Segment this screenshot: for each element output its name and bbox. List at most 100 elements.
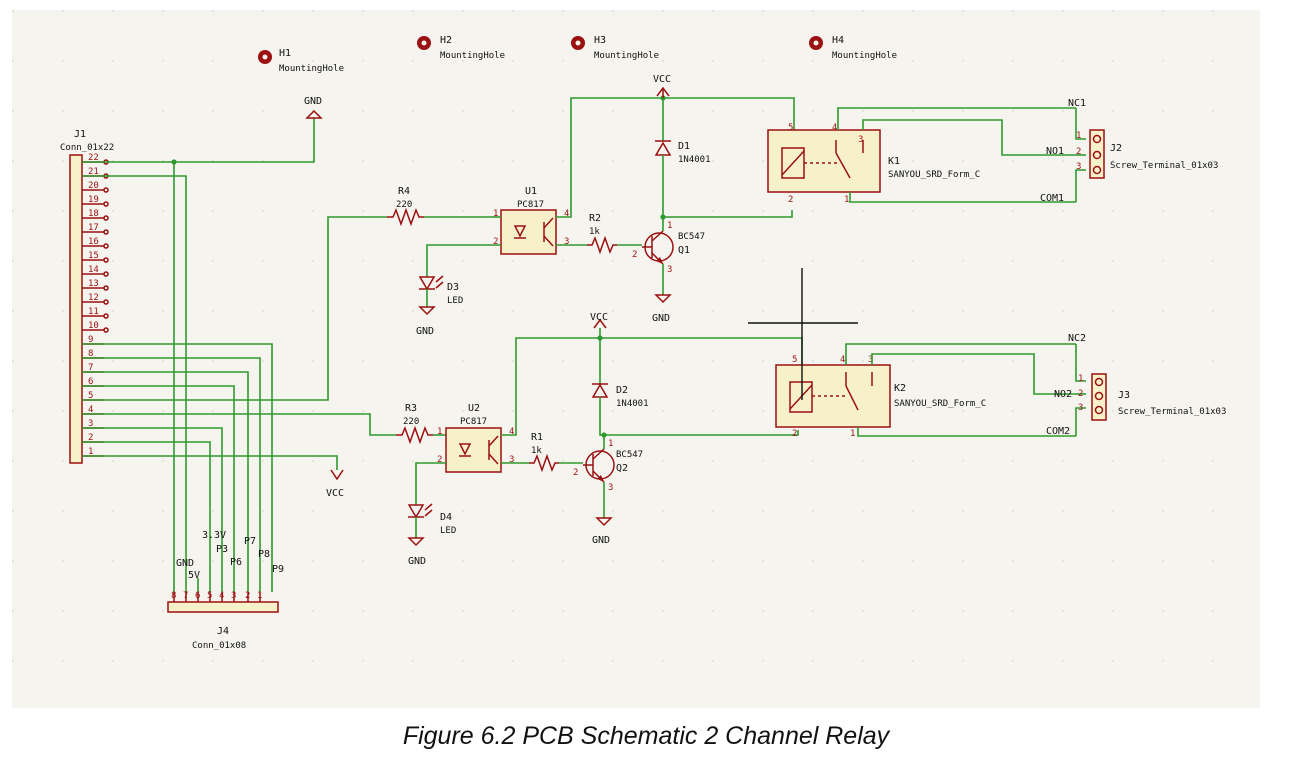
- svg-text:D3: D3: [447, 282, 459, 293]
- j4-net-label: 5V: [188, 570, 200, 581]
- gnd-symbol-d3: GND: [416, 306, 436, 337]
- svg-text:R3: R3: [405, 403, 417, 414]
- j1-pin-number: 11: [88, 307, 99, 317]
- relay-k2: 5 4 3 2 1 K2 SANYOU_SRD_Form_C: [775, 343, 1076, 439]
- svg-text:J4: J4: [217, 626, 229, 637]
- svg-text:2: 2: [1076, 147, 1081, 157]
- svg-text:1: 1: [667, 221, 672, 231]
- svg-text:D2: D2: [616, 385, 628, 396]
- svg-text:GND: GND: [416, 326, 434, 337]
- svg-text:3: 3: [868, 355, 873, 365]
- svg-text:3: 3: [509, 455, 514, 465]
- svg-text:3: 3: [564, 237, 569, 247]
- svg-text:PC817: PC817: [460, 417, 487, 427]
- j4-net-label: P8: [258, 549, 270, 560]
- svg-text:1N4001: 1N4001: [616, 399, 649, 409]
- svg-text:D1: D1: [678, 141, 690, 152]
- svg-text:MountingHole: MountingHole: [440, 51, 505, 61]
- diode-d2: D2 1N4001: [591, 328, 649, 436]
- schematic-canvas: H1 MountingHole H2 MountingHole H3 Mount…: [12, 10, 1260, 708]
- j1-pin-number: 12: [88, 293, 99, 303]
- svg-text:2: 2: [788, 195, 793, 205]
- resistor-r1: R1 1k: [529, 432, 583, 473]
- svg-text:R4: R4: [398, 186, 410, 197]
- sheet-grid: [12, 10, 1260, 708]
- svg-text:4: 4: [564, 209, 569, 219]
- j1-pin-number: 9: [88, 335, 93, 345]
- j1-pin-number: 4: [88, 405, 93, 415]
- svg-text:3: 3: [608, 483, 613, 493]
- gnd-symbol-d4: GND: [407, 537, 426, 567]
- svg-text:J1: J1: [74, 129, 86, 140]
- svg-text:NO1: NO1: [1046, 146, 1064, 157]
- svg-text:3: 3: [858, 135, 863, 145]
- svg-text:NC1: NC1: [1068, 98, 1086, 109]
- j4-pin-number: 2: [245, 591, 250, 601]
- j1-pin-number: 5: [88, 391, 93, 401]
- j1-pin-unconnected: [103, 285, 109, 291]
- mounting-hole-h4: H4 MountingHole: [809, 35, 897, 61]
- svg-text:1: 1: [850, 429, 855, 439]
- led-d3: D3 LED: [418, 272, 463, 307]
- resistor-r2: R2 1k: [587, 213, 642, 255]
- svg-text:MountingHole: MountingHole: [832, 51, 897, 61]
- svg-text:4: 4: [840, 355, 845, 365]
- svg-text:SANYOU_SRD_Form_C: SANYOU_SRD_Form_C: [888, 170, 980, 180]
- svg-text:1N4001: 1N4001: [678, 155, 711, 165]
- vcc-symbol-ch1: VCC: [653, 74, 671, 98]
- svg-text:2: 2: [1078, 389, 1083, 399]
- j1-pin-number: 22: [88, 153, 99, 163]
- svg-text:GND: GND: [652, 313, 670, 324]
- j1-pin-unconnected: [103, 243, 109, 249]
- mounting-hole-h2: H2 MountingHole: [417, 35, 505, 61]
- svg-text:K1: K1: [888, 156, 900, 167]
- screw-terminal-j3: 1 2 3 J3 Screw_Terminal_01x03: [1075, 344, 1226, 436]
- j1-pin-number: 7: [88, 363, 93, 373]
- j1-pin-unconnected: [103, 299, 109, 305]
- svg-text:1: 1: [493, 209, 498, 219]
- svg-text:COM2: COM2: [1046, 426, 1070, 437]
- j4-net-label: P9: [272, 564, 284, 575]
- relay-k1: 5 4 3 2 1 K1 SANYOU_SRD_Form_C: [767, 107, 1076, 205]
- j1-pin-unconnected: [103, 327, 109, 333]
- net-labels-ch2: NC2 NO2 COM2: [1046, 333, 1086, 437]
- svg-text:1k: 1k: [589, 227, 600, 237]
- svg-text:MountingHole: MountingHole: [594, 51, 659, 61]
- svg-text:LED: LED: [440, 526, 456, 536]
- mounting-hole-h3: H3 MountingHole: [571, 35, 659, 61]
- svg-text:VCC: VCC: [590, 312, 608, 323]
- svg-text:COM1: COM1: [1040, 193, 1064, 204]
- svg-text:H4: H4: [832, 35, 844, 46]
- net-labels-ch1: NC1 NO1 COM1: [1040, 98, 1086, 204]
- gnd-symbol-q2: GND: [592, 517, 613, 546]
- svg-text:1: 1: [608, 439, 613, 449]
- j1-pin-number: 3: [88, 419, 93, 429]
- j1-pin-number: 2: [88, 433, 93, 443]
- j1-pin-number: 10: [88, 321, 99, 331]
- svg-text:U1: U1: [525, 186, 537, 197]
- svg-text:4: 4: [832, 123, 837, 133]
- j4-net-label: GND: [176, 558, 194, 569]
- svg-text:U2: U2: [468, 403, 480, 414]
- j1-pin-unconnected: [103, 201, 109, 207]
- crosshair-cursor[interactable]: [748, 268, 858, 400]
- resistor-r3: R3 220: [396, 403, 446, 445]
- svg-text:5: 5: [792, 355, 797, 365]
- transistor-q2: BC547 Q2 2 1 3: [573, 430, 799, 518]
- svg-text:Q2: Q2: [616, 463, 628, 474]
- svg-text:H2: H2: [440, 35, 452, 46]
- j4-pin-number: 7: [183, 591, 188, 601]
- svg-text:Conn_01x08: Conn_01x08: [192, 641, 246, 651]
- j1-pin-unconnected: [103, 313, 109, 319]
- j1-pin-number: 16: [88, 237, 99, 247]
- j1-pin-number: 15: [88, 251, 99, 261]
- svg-text:VCC: VCC: [653, 74, 671, 85]
- svg-text:2: 2: [792, 429, 797, 439]
- svg-text:D4: D4: [440, 512, 452, 523]
- svg-text:Conn_01x22: Conn_01x22: [60, 143, 114, 153]
- j4-net-label: 3.3V: [202, 530, 226, 541]
- svg-text:2: 2: [632, 250, 637, 260]
- svg-text:LED: LED: [447, 296, 463, 306]
